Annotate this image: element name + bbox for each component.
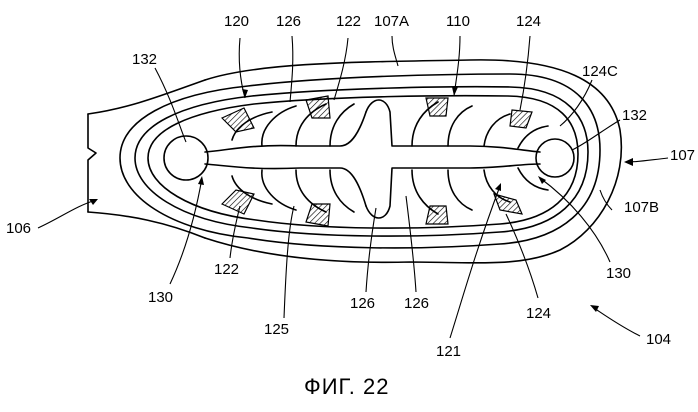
hatched-wedges [222, 96, 532, 226]
label-126-bottom-a: 126 [350, 295, 375, 312]
label-122-top: 122 [336, 13, 361, 30]
leader-lines [38, 36, 668, 338]
label-124-bottom: 124 [526, 305, 551, 322]
label-110: 110 [446, 13, 470, 30]
label-124-top: 124 [516, 13, 541, 30]
label-107B: 107B [624, 199, 659, 216]
label-126-top: 126 [276, 13, 301, 30]
label-122-bottom: 122 [214, 261, 239, 278]
figure-caption: ФИГ. 22 [304, 374, 389, 399]
label-107: 107 [670, 147, 695, 164]
label-106: 106 [6, 220, 31, 237]
label-130-left: 130 [148, 289, 173, 306]
handle-stub [88, 80, 205, 238]
label-104: 104 [646, 331, 671, 348]
label-132-left: 132 [132, 51, 157, 68]
label-130-right: 130 [606, 265, 631, 282]
head-outer-outline [205, 60, 621, 263]
label-124C: 124C [582, 63, 618, 80]
label-125: 125 [264, 321, 289, 338]
label-107A: 107A [374, 13, 409, 30]
label-132-right: 132 [622, 107, 647, 124]
reference-labels: 120 126 122 107A 110 124 124C 132 132 10… [6, 13, 695, 360]
label-126-bottom-b: 126 [404, 295, 429, 312]
label-121: 121 [436, 343, 461, 360]
label-120: 120 [224, 13, 249, 30]
